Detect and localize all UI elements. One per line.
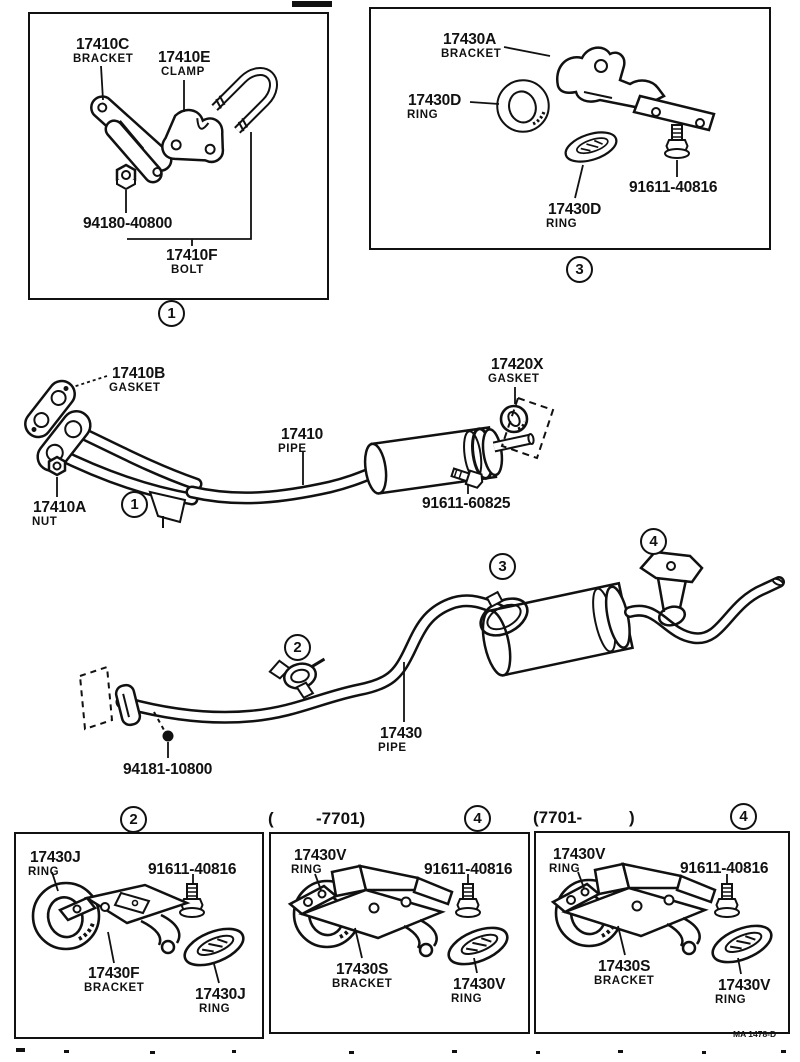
bracket-17430a-drawing [555,46,716,132]
range-header-4a: -7701) [316,809,366,828]
rear-leader-lines [167,662,405,758]
muffler-drawing [481,581,635,677]
part-name-bracket-17430s-a: BRACKET [332,978,393,990]
part-code-94181-10800: 94181-10800 [123,761,213,778]
part-name-ring-17430v-b2: RING [715,994,747,1006]
range-header-close-4b: ) [629,808,635,827]
bolt-91611-60825-drawing [450,467,484,489]
part-code-17410b: 17410B [112,365,166,382]
rear-flange-ghost-dashed [78,665,114,731]
ref-badge-1-box1: 1 [158,300,185,327]
part-code-17430v-a2: 17430V [453,976,506,993]
part-name-ring-17430d-1: RING [407,109,439,121]
part-name-pipe-17410: PIPE [278,443,307,455]
doc-code: MA 1478-D [733,1029,777,1039]
part-name-ring-17430j-1: RING [28,866,60,878]
box2-leader-lines [51,871,220,984]
part-code-17430v-b1: 17430V [553,846,606,863]
tail-pipe-drawing [624,576,785,645]
part-code-94180-40800: 94180-40800 [83,215,173,232]
front-pipe-17410-drawing [48,422,392,528]
ref-badge-3-muffler-clamp: 3 [489,553,516,580]
seal-17420x-drawing [499,404,529,434]
front-pipe-stub-drawing [492,433,535,453]
front-leader-lines [56,375,516,497]
ref-badge-4-box4b: 4 [730,803,757,830]
resonator-drawing [363,426,504,495]
bolt-94181-drawing [153,711,174,742]
ref-badge-1-front-pipe: 1 [121,491,148,518]
part-name-bolt-17410f: BOLT [171,264,204,276]
box4a-leader-lines [314,873,478,974]
part-name-clamp-17410e: CLAMP [161,66,205,78]
front-flange-drawing [36,409,92,473]
rear-flange-drawing [114,683,142,727]
center-hanger-bracket-drawing [268,657,326,700]
part-code-17430j-1: 17430J [30,849,81,866]
ref-badge-4-rear-hanger: 4 [640,528,667,555]
alignment-dashed-guide [500,396,555,460]
u-bolt-17410f-drawing [211,67,278,134]
box3-leader-lines [469,46,678,199]
subassembly-box-3 [369,7,771,250]
part-code-17430j-2: 17430J [195,986,246,1003]
part-code-17430f: 17430F [88,965,140,982]
part-name-bracket-17430s-b: BRACKET [594,975,655,987]
nut-94180-drawing [115,163,137,191]
part-name-pipe-17430: PIPE [378,742,407,754]
part-code-17410a: 17410A [33,499,87,516]
bracket-17410c-drawing [90,95,173,184]
clamp-17410e-drawing [161,108,225,164]
part-name-gasket-17410b: GASKET [109,382,161,394]
nut-17410a-drawing [47,455,67,477]
part-name-ring-17430v-a2: RING [451,993,483,1005]
part-name-ring-17430d-2: RING [546,218,578,230]
part-code-91611-40816-box3: 91611-40816 [629,179,718,196]
part-code-17430v-a1: 17430V [294,847,347,864]
part-name-bracket-17430f: BRACKET [84,982,145,994]
ref-badge-2-box2: 2 [120,806,147,833]
print-artifacts [16,1,786,1054]
range-header-open-4a: ( [268,809,274,828]
box4b-leader-lines [577,871,742,975]
part-name-gasket-17420x: GASKET [488,373,540,385]
part-code-17430d-2: 17430D [548,201,602,218]
part-code-17430s-a: 17430S [336,961,389,978]
part-name-ring-17430v-b1: RING [549,863,581,875]
part-code-91611-40816-box4a: 91611-40816 [424,861,513,878]
subassembly-box-2 [14,832,264,1039]
part-name-nut-17410a: NUT [32,516,58,528]
subassembly-box-4b [534,831,790,1034]
part-code-91611-60825: 91611-60825 [422,495,511,512]
part-code-17430s-b: 17430S [598,958,651,975]
part-name-ring-17430v-a1: RING [291,864,323,876]
ref-badge-3-box3: 3 [566,256,593,283]
part-code-17410e: 17410E [158,49,211,66]
part-code-17410c: 17410C [76,36,130,53]
part-code-91611-40816-box4b: 91611-40816 [680,860,769,877]
range-header-4b: (7701- [533,808,583,827]
part-code-17420x: 17420X [491,356,544,373]
part-code-17410f: 17410F [166,247,218,264]
part-code-91611-40816-box2: 91611-40816 [148,861,237,878]
part-name-bracket-17430a: BRACKET [441,48,502,60]
part-name-bracket-17410c: BRACKET [73,53,134,65]
part-code-17430a: 17430A [443,31,497,48]
part-code-17430v-b2: 17430V [718,977,771,994]
part-code-17410: 17410 [281,426,324,443]
subassembly-box-1 [28,12,329,300]
ref-badge-4-box4a: 4 [464,805,491,832]
ref-badge-2-center-hanger: 2 [284,634,311,661]
box1-leader-lines [100,65,252,246]
muffler-front-clamp-drawing [479,590,529,637]
part-code-17430: 17430 [380,725,423,742]
rear-pipe-17430-drawing [115,594,512,724]
gasket-17410b-drawing [24,379,76,439]
subassembly-box-4a [269,832,530,1034]
part-code-17430d-1: 17430D [408,92,462,109]
part-name-ring-17430j-2: RING [199,1003,231,1015]
